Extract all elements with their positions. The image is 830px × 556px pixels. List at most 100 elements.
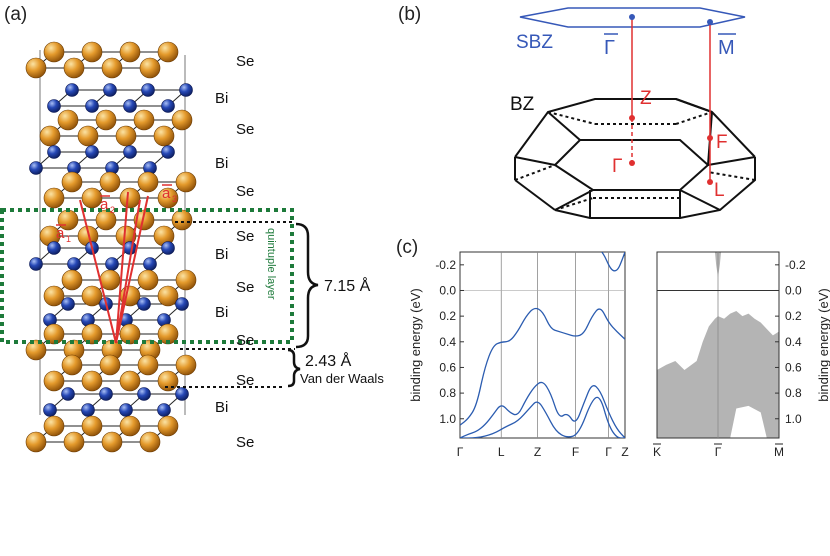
kpoint-label: L	[498, 445, 505, 459]
kpoint-label: K	[653, 445, 661, 459]
layer-label: Bi	[215, 90, 228, 107]
y-tick-label: -0.2	[785, 258, 806, 272]
bi-atom	[137, 387, 151, 401]
y-tick-label: 0.0	[785, 283, 802, 297]
band-chart-frame	[459, 251, 626, 439]
se-atom	[137, 171, 159, 193]
se-atom	[101, 431, 123, 453]
vector-a1	[79, 199, 117, 344]
se-atom	[95, 209, 117, 231]
layer-label: Se	[236, 372, 254, 389]
bi-atom	[175, 297, 189, 311]
y-tick-label: 0.4	[439, 335, 456, 349]
layer-label: Bi	[215, 304, 228, 321]
se-atom	[81, 285, 103, 307]
vector-a2	[115, 191, 129, 344]
bi-atom	[161, 99, 175, 113]
bi-atom	[47, 99, 61, 113]
y-tick-label: 0.8	[785, 386, 802, 400]
band-line	[460, 381, 625, 438]
se-atom	[43, 285, 65, 307]
f-point-label: F	[716, 132, 728, 153]
se-atom	[95, 109, 117, 131]
band-chart-y-ticks: -0.20.00.20.40.60.81.0	[435, 258, 464, 426]
bi-atom	[123, 145, 137, 159]
vdw-label: Van der Waals	[300, 371, 384, 386]
y-tick-label: 0.2	[439, 309, 456, 323]
bi-atom	[65, 83, 79, 97]
se-atom	[43, 370, 65, 392]
se-atom	[99, 269, 121, 291]
se-atom	[61, 354, 83, 376]
bi-atom	[47, 241, 61, 255]
l-point-label: L	[714, 180, 725, 201]
panel-label-a: (a)	[4, 4, 27, 25]
y-tick-label: 0.2	[785, 309, 802, 323]
layer-label: Se	[236, 279, 254, 296]
band-chart-series	[460, 252, 625, 438]
se-atom	[99, 171, 121, 193]
vector-a3	[115, 195, 149, 344]
bi-atom	[161, 145, 175, 159]
se-atom	[137, 269, 159, 291]
quintuple-layer-box	[0, 208, 294, 344]
se-atom	[119, 370, 141, 392]
se-atom	[61, 171, 83, 193]
band-chart-kpoint-lines	[460, 252, 625, 438]
se-atom	[57, 109, 79, 131]
se-atom	[133, 109, 155, 131]
y-tick-label: 1.0	[439, 412, 456, 426]
layer-label: Se	[236, 228, 254, 245]
se-atom	[99, 354, 121, 376]
lattice-vectors	[79, 191, 149, 344]
bi-atom	[143, 257, 157, 271]
se-atom	[25, 57, 47, 79]
bi-atom	[61, 297, 75, 311]
vector-a1-label: a	[56, 225, 65, 242]
kpoint-label: Z	[621, 445, 628, 459]
panel-label-b: (b)	[398, 4, 421, 25]
bz-points	[629, 14, 713, 185]
layer-label: Se	[236, 121, 254, 138]
panel-label-c: (c)	[396, 237, 418, 258]
band-chart-ylabel: binding energy (eV)	[408, 288, 423, 401]
se-atom	[119, 187, 141, 209]
bi-atom	[179, 83, 193, 97]
bi-atom	[61, 387, 75, 401]
bi-atom	[141, 83, 155, 97]
vector-a3b	[115, 199, 141, 344]
layer-label: Bi	[215, 399, 228, 416]
se-atom	[25, 339, 47, 361]
layer-label: Se	[236, 53, 254, 70]
se-atom	[139, 57, 161, 79]
vdw-gap-label: 2.43 Å	[305, 351, 352, 370]
se-atom	[119, 415, 141, 437]
bi-atom	[81, 403, 95, 417]
se-atom	[81, 415, 103, 437]
se-atom	[171, 209, 193, 231]
se-atom	[175, 171, 197, 193]
se-atom	[81, 370, 103, 392]
bi-atom	[157, 403, 171, 417]
kpoint-label: Γ	[605, 445, 612, 459]
bz-hidden-edges	[514, 111, 756, 211]
bi-atom	[119, 403, 133, 417]
y-tick-label: 0.6	[785, 360, 802, 374]
se-atom	[43, 415, 65, 437]
se-atom	[139, 431, 161, 453]
bi-atom	[175, 387, 189, 401]
se-atom	[157, 285, 179, 307]
se-atom	[77, 125, 99, 147]
bi-atom	[105, 257, 119, 271]
band-line	[460, 307, 625, 426]
kpoint-label: Γ	[715, 445, 722, 459]
y-tick-label: 0.0	[439, 283, 456, 297]
se-atom	[137, 354, 159, 376]
m-bar-label: M	[718, 37, 735, 59]
se-atom	[81, 41, 103, 63]
band-line	[460, 396, 625, 438]
kpoint-label: Γ	[457, 445, 464, 459]
ql-thickness-label: 7.15 Å	[324, 276, 371, 295]
